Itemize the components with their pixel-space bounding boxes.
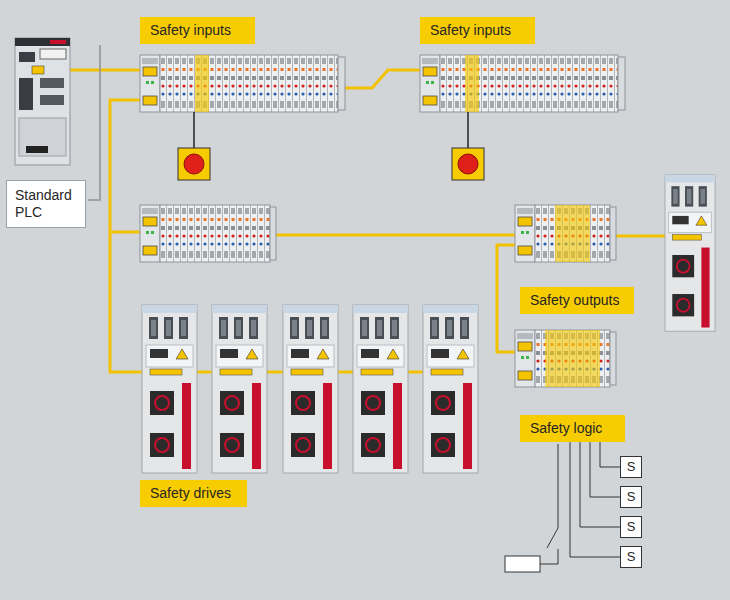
node-text: S bbox=[621, 517, 641, 537]
label-box: Safety inputs bbox=[140, 17, 255, 44]
illustration-part bbox=[452, 148, 484, 180]
illustration-part bbox=[26, 146, 48, 153]
illustration-part bbox=[184, 154, 204, 174]
illustration-part bbox=[338, 57, 345, 110]
illustration-part bbox=[458, 154, 478, 174]
illustration-part bbox=[178, 148, 210, 180]
illustration-part bbox=[160, 205, 270, 262]
illustration-part bbox=[32, 66, 44, 74]
illustration-part bbox=[515, 205, 535, 262]
illustration-part bbox=[665, 175, 715, 331]
illustration-part bbox=[610, 332, 616, 385]
node-text: Standard PLC bbox=[15, 187, 77, 221]
sensor-box: S bbox=[620, 516, 642, 538]
illustration-part bbox=[535, 330, 610, 387]
illustration-part bbox=[555, 205, 590, 262]
illustration-part bbox=[615, 235, 665, 238]
illustration-part bbox=[50, 40, 66, 44]
wire-connector bbox=[580, 442, 620, 527]
illustration-part bbox=[212, 305, 267, 473]
illustration-part bbox=[195, 55, 209, 112]
illustration-part bbox=[465, 55, 479, 112]
sensor-box: S bbox=[620, 486, 642, 508]
illustration-part bbox=[535, 205, 610, 262]
servo-drive bbox=[665, 175, 715, 331]
illustration-part bbox=[40, 95, 64, 105]
illustration-part bbox=[40, 49, 66, 59]
terminal-strip bbox=[140, 55, 345, 112]
terminal-strip bbox=[140, 205, 276, 262]
switch-symbol bbox=[505, 444, 558, 572]
illustration-part bbox=[110, 231, 140, 234]
illustration-part bbox=[423, 305, 478, 473]
node-text: Safety drives bbox=[150, 485, 233, 502]
illustration-part bbox=[420, 55, 440, 112]
illustration-part bbox=[467, 112, 469, 148]
illustration-part bbox=[505, 556, 540, 572]
node-text: Safety inputs bbox=[430, 22, 521, 39]
sensor-box: S bbox=[620, 546, 642, 568]
illustration-part bbox=[15, 38, 70, 165]
illustration-part bbox=[140, 205, 160, 262]
emergency-stop bbox=[178, 112, 210, 180]
label-box: Safety inputs bbox=[420, 17, 535, 44]
illustration-part bbox=[353, 305, 408, 473]
illustration-part bbox=[142, 305, 197, 473]
illustration-part bbox=[160, 55, 338, 112]
sensor-box: S bbox=[620, 456, 642, 478]
illustration-part bbox=[547, 528, 558, 548]
node-text: Safety logic bbox=[530, 420, 611, 437]
illustration-part bbox=[497, 245, 515, 352]
label-box: Safety drives bbox=[140, 480, 247, 507]
illustration-part bbox=[15, 38, 70, 46]
node-text: S bbox=[621, 547, 641, 567]
illustration-part bbox=[515, 330, 535, 387]
terminal-strip bbox=[515, 205, 616, 262]
illustration-part bbox=[275, 234, 515, 237]
servo-drive bbox=[142, 305, 478, 473]
node-text: S bbox=[621, 487, 641, 507]
illustration-part bbox=[19, 118, 66, 156]
illustration-part bbox=[545, 330, 600, 387]
emergency-stop bbox=[452, 112, 484, 180]
illustration-part bbox=[193, 112, 195, 148]
illustration-part bbox=[540, 549, 558, 564]
terminal-strip bbox=[515, 330, 616, 387]
illustration-part bbox=[140, 55, 160, 112]
wire-connector bbox=[600, 442, 620, 467]
wire-connector bbox=[570, 442, 620, 557]
illustration-part bbox=[40, 78, 64, 88]
wire-connector bbox=[590, 442, 620, 497]
label-box: Safety logic bbox=[520, 415, 625, 442]
node-text: Safety outputs bbox=[530, 292, 620, 309]
node-text: Safety inputs bbox=[150, 22, 241, 39]
label-box: Safety outputs bbox=[520, 287, 634, 314]
plc-device bbox=[15, 38, 70, 165]
illustration-part bbox=[19, 52, 35, 62]
illustration-part bbox=[440, 55, 618, 112]
node-text: S bbox=[621, 457, 641, 477]
bracket-line bbox=[88, 45, 100, 200]
illustration-part bbox=[283, 305, 338, 473]
caption-box: Standard PLC bbox=[6, 180, 86, 228]
illustration-part bbox=[19, 78, 33, 110]
illustration-part bbox=[558, 444, 559, 528]
illustration-part bbox=[270, 207, 276, 260]
illustration-part bbox=[610, 207, 616, 260]
illustration-part bbox=[618, 57, 625, 110]
terminal-strip bbox=[420, 55, 625, 112]
